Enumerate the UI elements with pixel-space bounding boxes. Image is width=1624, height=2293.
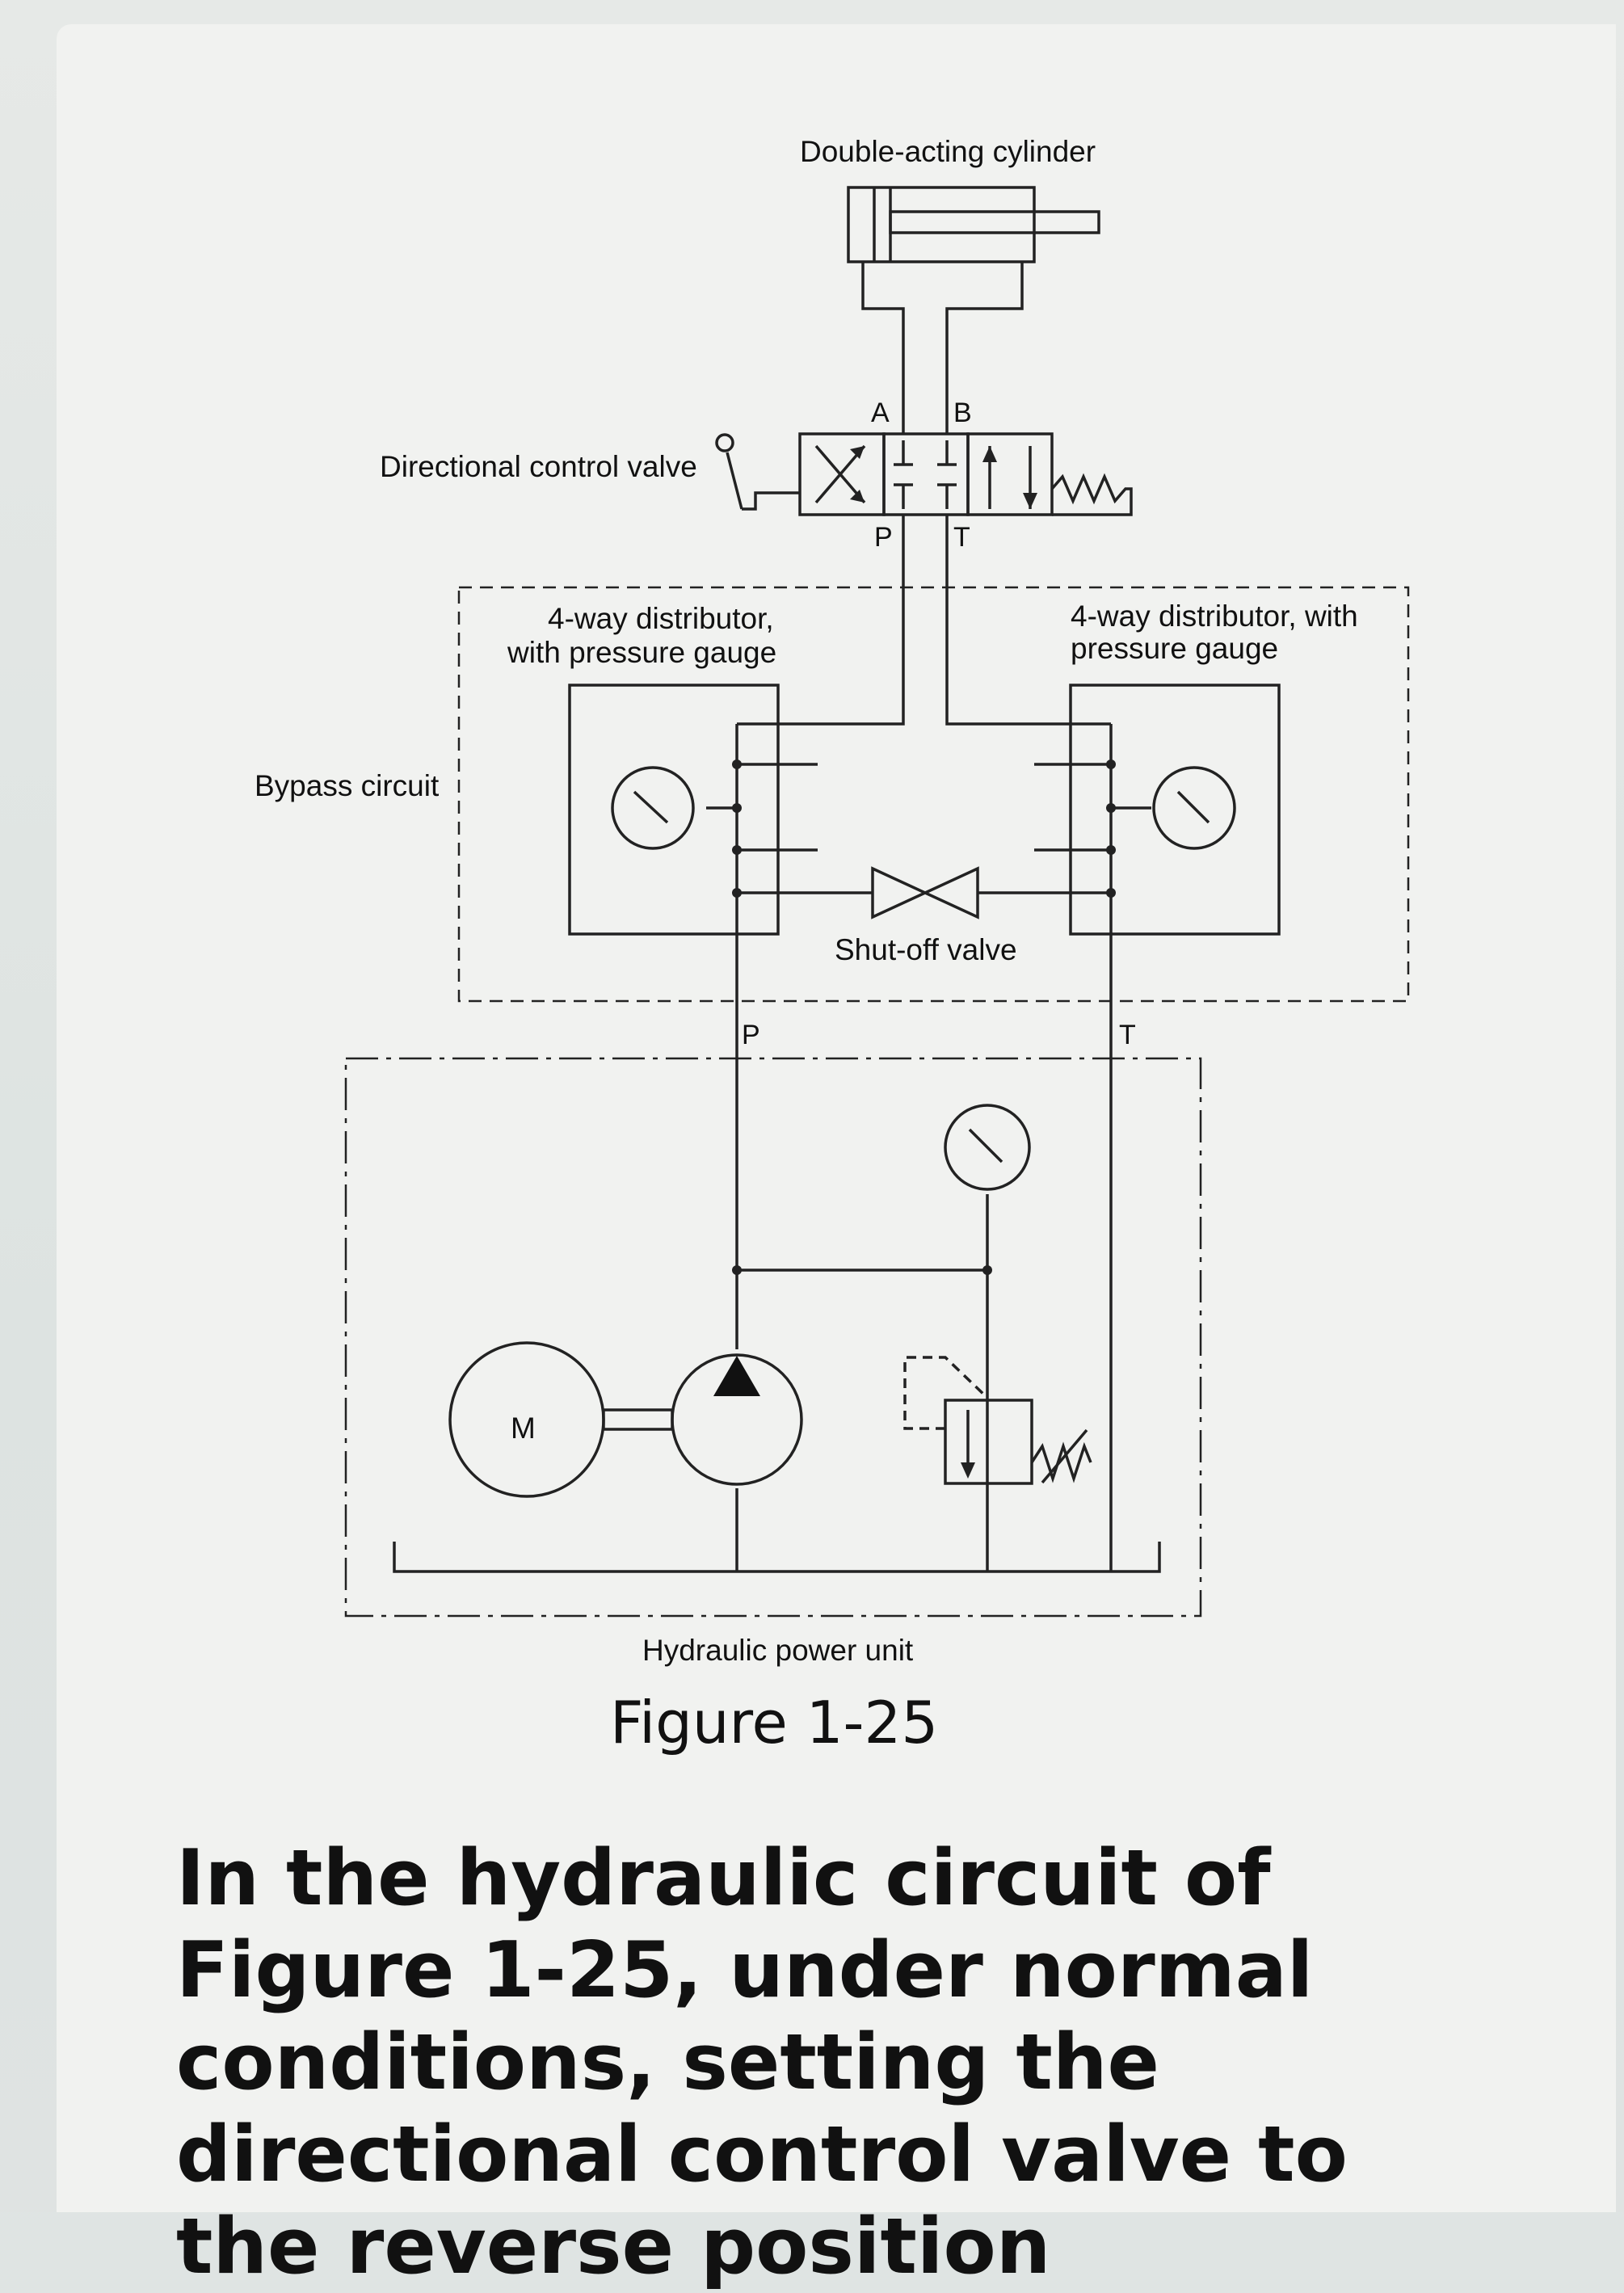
valve-port-p-label: P bbox=[874, 522, 893, 553]
double-acting-cylinder bbox=[847, 186, 1100, 263]
left-distributor-label-1: 4-way distributor, bbox=[548, 602, 774, 635]
directional-control-valve bbox=[715, 432, 1133, 516]
system-pressure-gauge bbox=[944, 1104, 1031, 1191]
pump-and-motor bbox=[448, 1341, 803, 1498]
power-unit-label: Hydraulic power unit bbox=[642, 1634, 914, 1667]
document-page bbox=[57, 24, 1616, 2212]
shut-off-valve bbox=[871, 866, 979, 919]
dcv-label: Directional control valve bbox=[380, 450, 697, 483]
relief-valve bbox=[903, 1356, 1092, 1485]
unit-port-t-label: T bbox=[1119, 1020, 1136, 1050]
figure-caption: Figure 1-25 bbox=[610, 1689, 939, 1757]
valve-port-t-label: T bbox=[953, 522, 970, 553]
hydraulic-circuit-diagram: Double-acting cylinder Directional contr… bbox=[255, 135, 1410, 1667]
right-distributor-label-1: 4-way distributor, with bbox=[1071, 600, 1358, 633]
power-unit-boundary bbox=[344, 1057, 1202, 1618]
port-b-label: B bbox=[953, 398, 972, 428]
cylinder-lines bbox=[861, 262, 1024, 434]
left-distributor-label-2: with pressure gauge bbox=[507, 636, 776, 669]
right-distributor bbox=[978, 684, 1281, 1050]
valve-arrowheads bbox=[850, 446, 1037, 509]
motor-label: M bbox=[511, 1412, 536, 1445]
valve-supply-lines bbox=[737, 515, 1111, 726]
relief-arrowhead bbox=[961, 1462, 975, 1479]
cylinder-label: Double-acting cylinder bbox=[800, 135, 1096, 168]
shut-off-valve-label: Shut-off valve bbox=[835, 933, 1017, 966]
pump-arrowhead bbox=[713, 1356, 760, 1396]
junction-dots bbox=[732, 759, 1116, 1275]
right-distributor-label-2: pressure gauge bbox=[1071, 632, 1278, 665]
port-a-label: A bbox=[871, 398, 890, 428]
unit-port-p-label: P bbox=[742, 1020, 760, 1050]
bypass-circuit-label: Bypass circuit bbox=[255, 769, 440, 802]
left-distributor bbox=[568, 684, 873, 1052]
power-unit-lines bbox=[393, 1050, 1161, 1573]
bypass-circuit-boundary bbox=[457, 586, 1410, 1003]
question-text: In the hydraulic circuit of Figure 1-25,… bbox=[176, 1834, 1348, 2291]
